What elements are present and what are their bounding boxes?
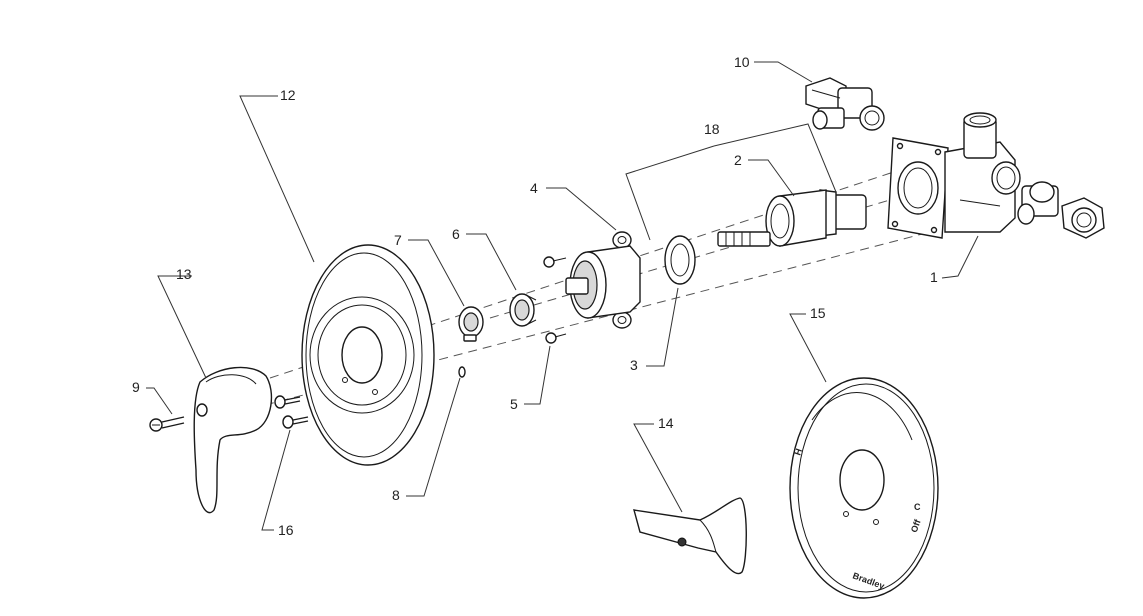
label-14: 14 (658, 415, 674, 431)
label-18: 18 (704, 121, 720, 137)
label-2: 2 (734, 152, 742, 168)
part-14-alt-handle (633, 497, 747, 575)
label-8: 8 (392, 487, 400, 503)
part-13-lever-handle (193, 366, 273, 514)
part-15-marked-escutcheon: H C Off Bradley (789, 377, 939, 599)
label-15: 15 (810, 305, 826, 321)
label-12: 12 (280, 87, 296, 103)
part-10-inlet-elbow (805, 77, 885, 131)
part-6-adapter (509, 293, 537, 327)
label-9: 9 (132, 379, 140, 395)
off-mark: Off (909, 517, 923, 534)
label-3: 3 (630, 357, 638, 373)
part-2-cartridge (717, 189, 867, 247)
part-labels: 10 18 2 4 1 6 7 12 13 3 5 9 8 16 14 15 (132, 54, 938, 538)
part-7-handle-adapter (458, 306, 484, 342)
label-13: 13 (176, 266, 192, 282)
label-10: 10 (734, 54, 750, 70)
label-16: 16 (278, 522, 294, 538)
part-3-o-ring (664, 235, 696, 285)
part-9-handle-screw (149, 416, 185, 432)
part-16-mounting-screws (274, 395, 309, 429)
hot-mark: H (792, 447, 804, 457)
part-8-set-screw (458, 366, 466, 378)
leader-lines (146, 61, 979, 531)
label-5: 5 (510, 396, 518, 412)
label-6: 6 (452, 226, 460, 242)
label-4: 4 (530, 180, 538, 196)
part-1-valve-body (887, 112, 1021, 239)
cold-mark: C (914, 502, 921, 512)
part-10-outlet-elbow (1017, 181, 1105, 239)
label-7: 7 (394, 232, 402, 248)
label-1: 1 (930, 269, 938, 285)
part-4-bonnet (565, 231, 641, 329)
part-12-escutcheon (301, 244, 435, 466)
part-5-screws (543, 256, 567, 344)
